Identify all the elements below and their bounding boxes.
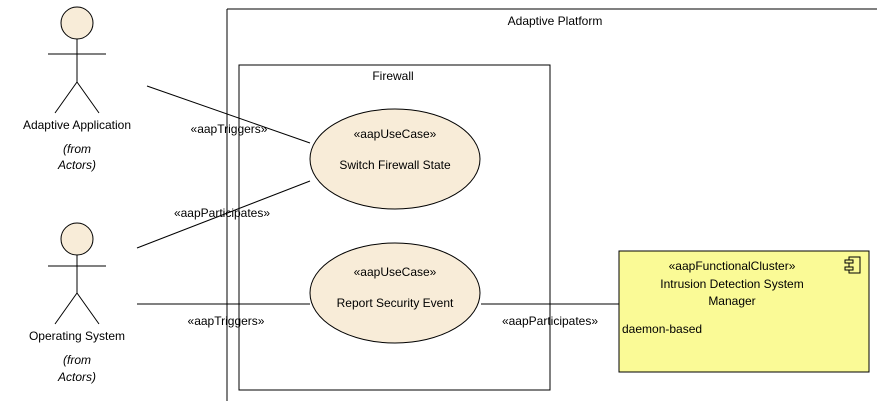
use-case-name: Report Security Event [337,296,454,310]
actor-adaptive-application-from: (from [63,142,91,156]
use-case-report-security-event: «aapUseCase» Report Security Event [309,242,481,344]
relation-label-app-triggers: «aapTriggers» [191,122,268,136]
component-name-line1: Intrusion Detection System [660,277,803,291]
associations [136,85,619,305]
firewall-boundary: Firewall [238,64,551,391]
component-idsm: «aapFunctionalCluster» Intrusion Detecti… [618,250,870,373]
component-attribute: daemon-based [622,322,702,336]
actor-operating-system: Operating System (from Actors) [29,222,125,384]
component-stereotype: «aapFunctionalCluster» [669,259,796,273]
association-app-switch [146,85,311,144]
association-os-switch [136,180,311,249]
use-case-name: Switch Firewall State [339,158,451,172]
use-case-switch-firewall-state: «aapUseCase» Switch Firewall State [309,108,481,210]
actor-head [60,222,94,256]
use-case-stereotype: «aapUseCase» [354,265,437,279]
actor-head [60,6,94,40]
adaptive-platform-label: Adaptive Platform [508,14,603,28]
firewall-label: Firewall [372,69,413,83]
relation-label-idsm-participates: «aapParticipates» [502,314,598,328]
component-icon [844,256,861,274]
use-case-stereotype: «aapUseCase» [354,127,437,141]
actor-adaptive-application: Adaptive Application (from Actors) [23,6,131,172]
actor-operating-system-from: (from [63,353,91,367]
actor-adaptive-application-package: Actors) [57,158,96,172]
component-name-line2: Manager [708,294,755,308]
actor-operating-system-package: Actors) [57,370,96,384]
actor-adaptive-application-name: Adaptive Application [23,118,131,132]
relation-label-os-triggers: «aapTriggers» [188,314,265,328]
actor-operating-system-name: Operating System [29,329,125,343]
adaptive-platform-boundary: Adaptive Platform [226,8,877,401]
relation-label-os-participates: «aapParticipates» [174,206,270,220]
